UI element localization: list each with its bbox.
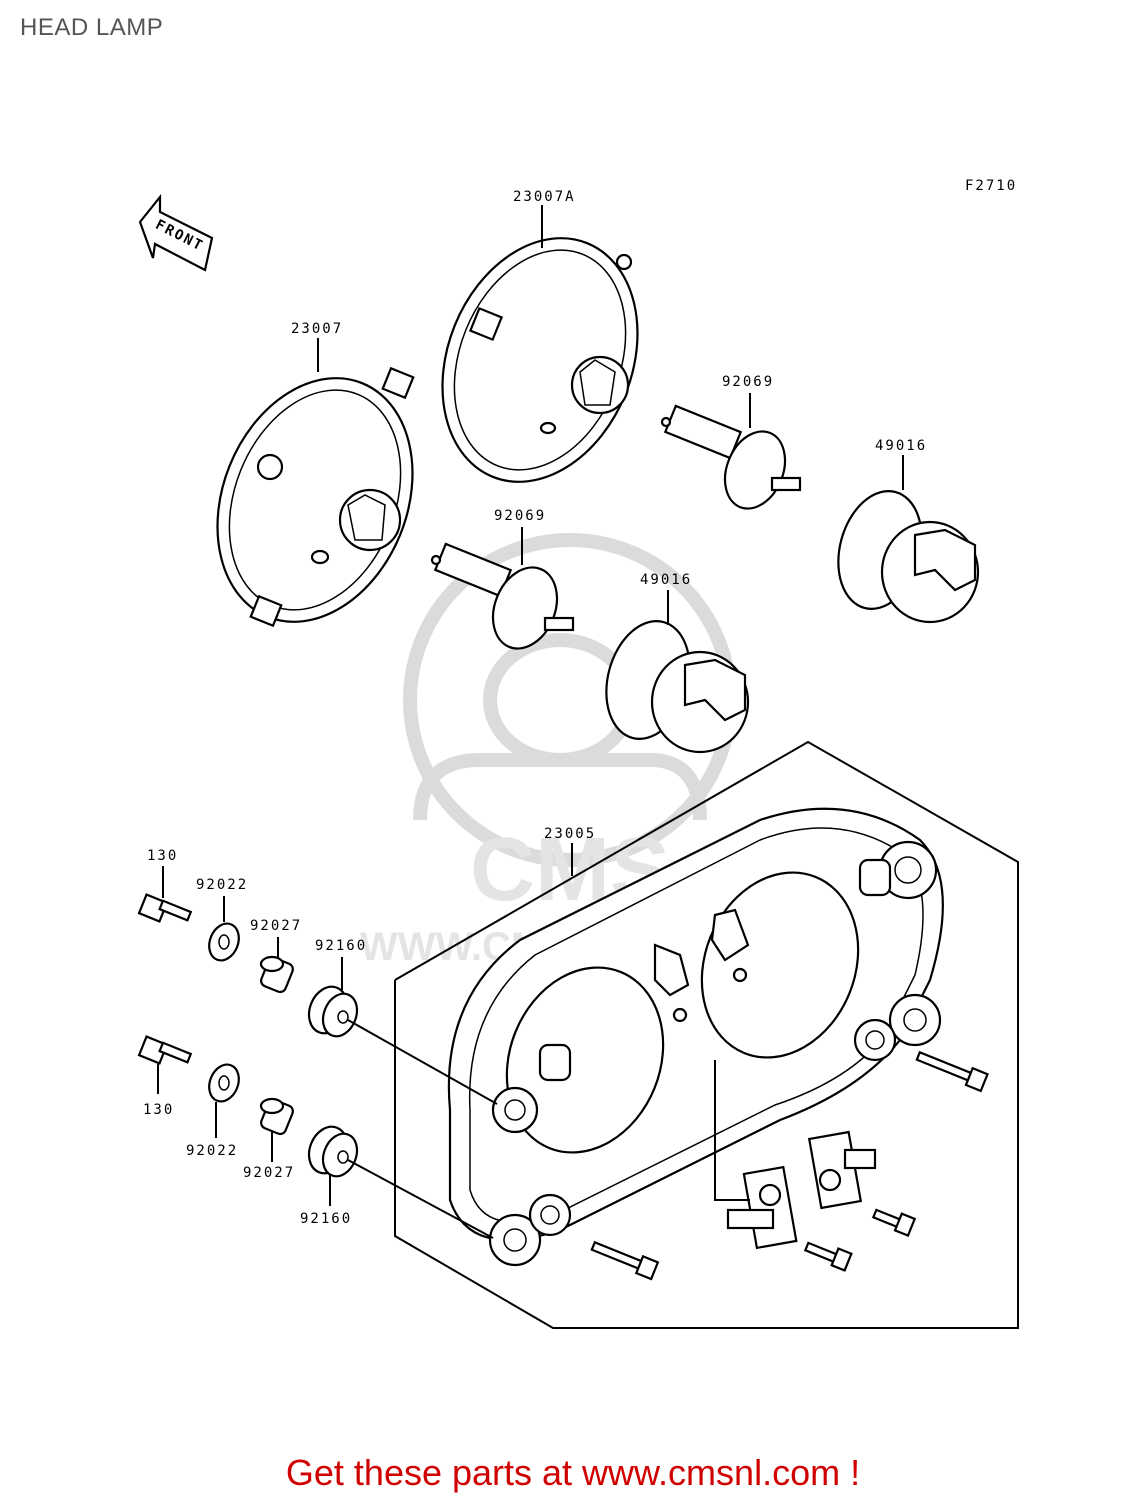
bulb-92069-lower	[430, 542, 575, 650]
aim-adjuster-right	[807, 1130, 877, 1210]
label-92027-lower: 92027	[243, 1165, 295, 1181]
label-92027-upper: 92027	[250, 918, 302, 934]
aim-adjuster-left	[714, 1060, 798, 1250]
figure-code: F2710	[965, 178, 1017, 194]
label-92160-upper: 92160	[315, 938, 367, 954]
grommet-92160-lower	[307, 1125, 359, 1178]
cover-49016-lower	[605, 620, 750, 754]
label-49016-upper: 49016	[875, 438, 927, 454]
grommet-92160-upper	[307, 985, 359, 1038]
bolt-130-lower	[137, 1035, 193, 1065]
washer-92022-upper	[208, 922, 240, 962]
collar-92027-lower	[259, 1097, 294, 1136]
front-arrow-icon: FRONT	[138, 193, 214, 272]
housing-23005-bracket-outline	[394, 740, 1019, 1329]
label-92069-upper: 92069	[722, 374, 774, 390]
label-92022-upper: 92022	[196, 877, 248, 893]
label-130-lower: 130	[143, 1102, 174, 1118]
footer-link-text[interactable]: Get these parts at www.cmsnl.com !	[285, 1452, 861, 1493]
label-23007A: 23007A	[513, 189, 576, 205]
label-130-upper: 130	[147, 848, 178, 864]
label-92160-lower: 92160	[300, 1211, 352, 1227]
bolt-130-upper	[137, 893, 193, 923]
bulb-92069-upper	[660, 404, 802, 510]
label-92022-lower: 92022	[186, 1143, 238, 1159]
page-title: HEAD LAMP	[20, 14, 164, 41]
headlamp-ring-23007A	[441, 237, 639, 483]
label-23007: 23007	[291, 321, 343, 337]
housing-23005	[447, 807, 944, 1267]
label-23005: 23005	[544, 826, 596, 842]
washer-92022-lower	[208, 1063, 240, 1103]
label-92069-lower: 92069	[494, 508, 546, 524]
bolts	[590, 1050, 989, 1281]
label-49016-lower: 49016	[640, 572, 692, 588]
headlamp-ring-23007	[216, 366, 415, 628]
collar-92027-upper	[259, 955, 294, 994]
cover-49016-upper	[837, 490, 980, 624]
